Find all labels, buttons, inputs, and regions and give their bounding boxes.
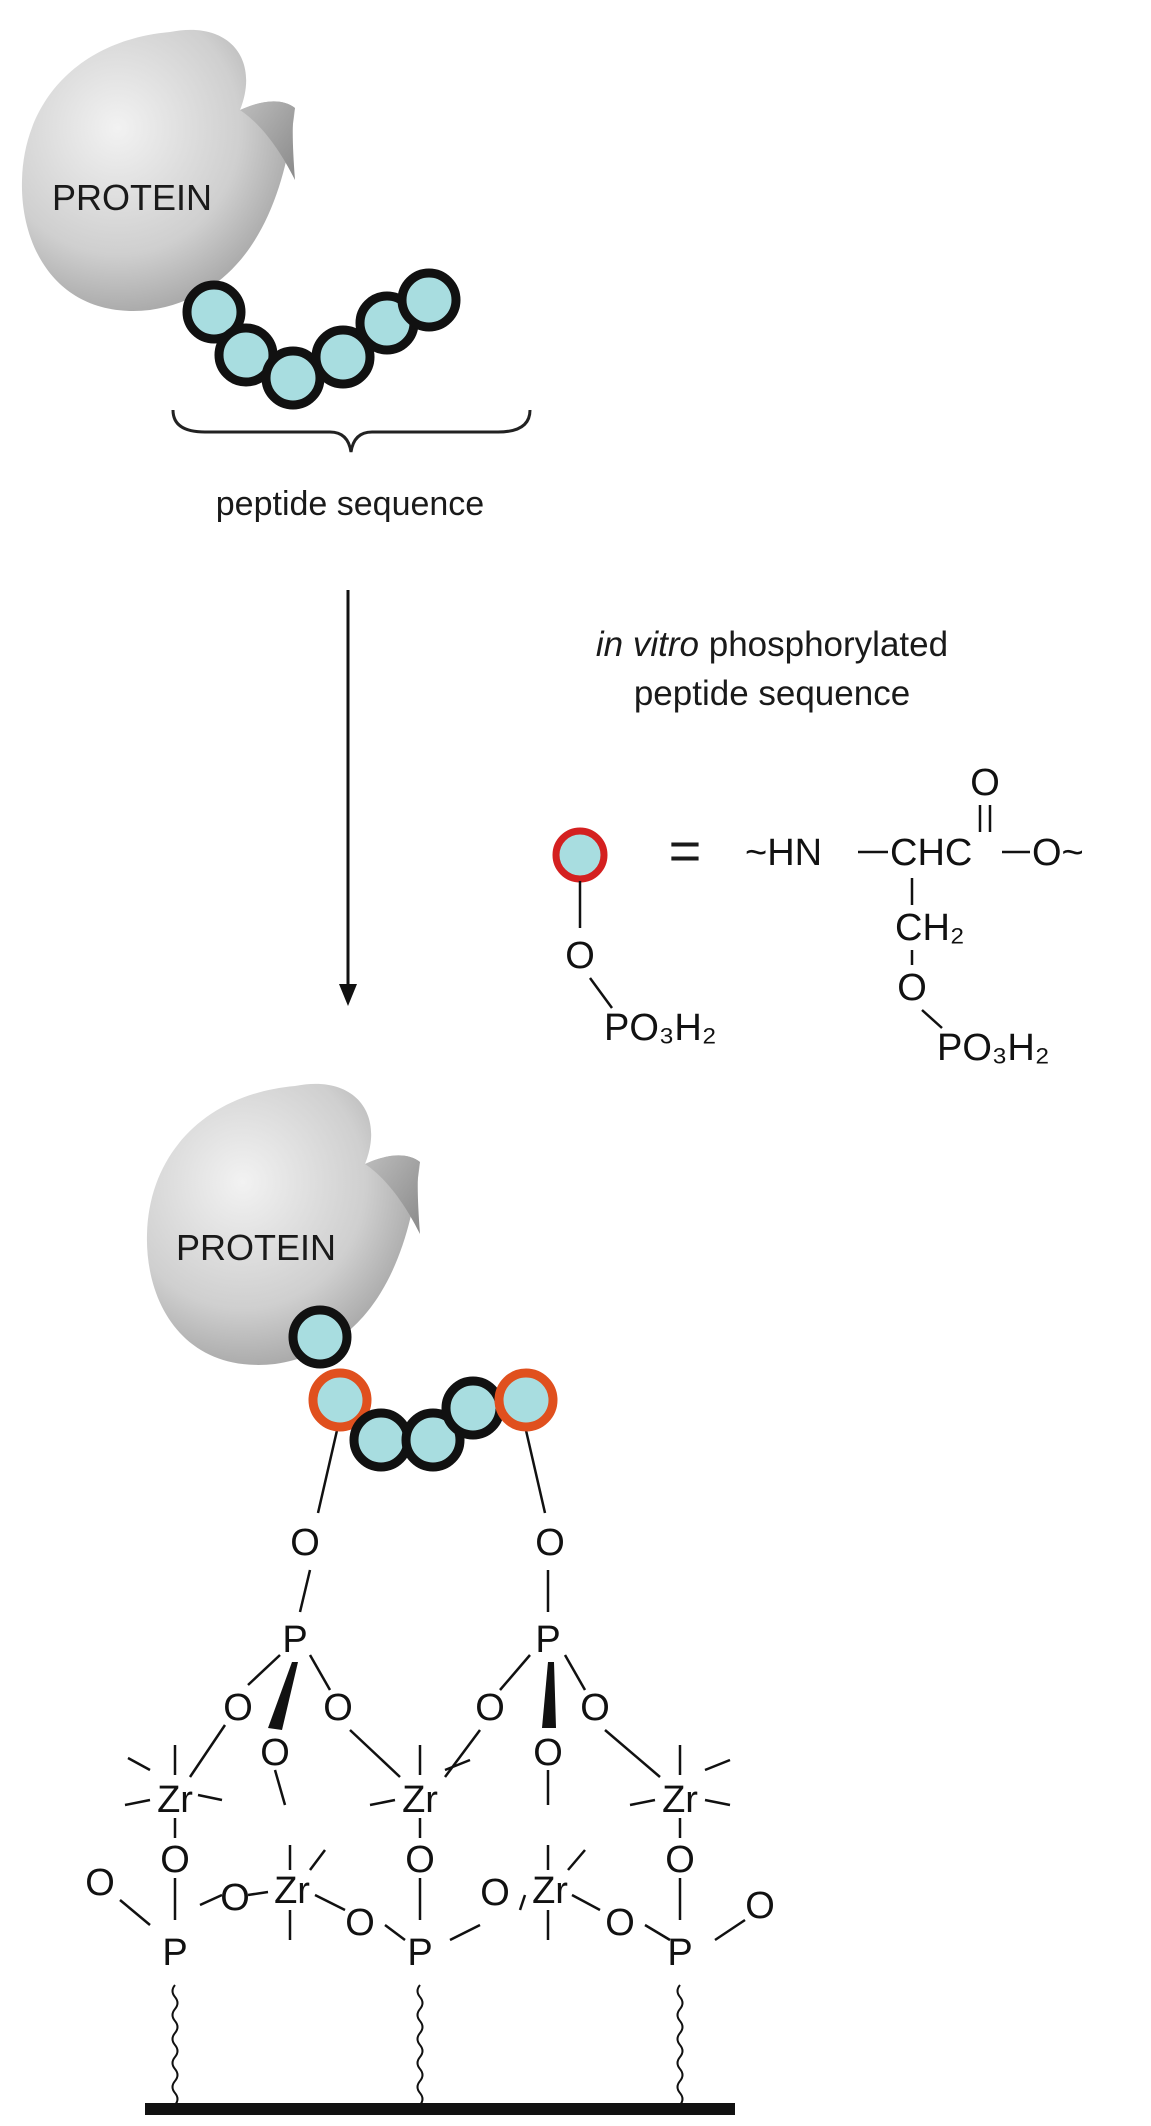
linker-bonds <box>298 1425 550 1613</box>
phosphorus-atom: P <box>162 1932 187 1974</box>
network-oxygen: O <box>475 1687 505 1729</box>
network-oxygen: O <box>580 1687 610 1729</box>
network-oxygen: O <box>533 1732 563 1774</box>
linker-oxygen: O <box>535 1522 565 1564</box>
network-oxygen: O <box>223 1687 253 1729</box>
reaction-arrow <box>339 590 357 1006</box>
network-oxygen: O <box>85 1862 115 1904</box>
brace-label: peptide sequence <box>216 485 484 523</box>
zirconium-atom: Zr <box>157 1779 193 1821</box>
top-peptide-chain <box>182 268 461 410</box>
linker-oxygen: O <box>290 1522 320 1564</box>
backbone-ester-oxygen: O~ <box>1032 832 1084 874</box>
side-chain-ch2: CH₂ <box>895 907 965 949</box>
bottom-protein-label: PROTEIN <box>176 1227 336 1268</box>
top-protein-label: PROTEIN <box>52 177 212 218</box>
peptide-bead <box>441 1376 505 1440</box>
network-oxygen: O <box>260 1732 290 1774</box>
phospho-residue <box>308 1368 372 1432</box>
legend-title-line2: peptide sequence <box>634 674 910 713</box>
bottom-peptide-chain <box>288 1305 558 1472</box>
phosphorus-atom: P <box>407 1932 432 1974</box>
network-oxygen: O <box>665 1839 695 1881</box>
backbone-nh: ~HN <box>745 832 822 874</box>
peptide-bead <box>397 268 461 332</box>
peptide-bead <box>182 280 246 344</box>
peptide-bead <box>349 1408 413 1472</box>
peptide-brace <box>171 409 532 453</box>
network-oxygen: O <box>345 1902 375 1944</box>
top-protein-group: PROTEIN <box>21 29 295 311</box>
phospho-residue-legend <box>552 827 608 883</box>
phosphorus-atom: P <box>282 1619 307 1661</box>
carbonyl-oxygen: O <box>970 762 1000 804</box>
network-oxygen: O <box>480 1872 510 1914</box>
network-oxygen: O <box>605 1902 635 1944</box>
phospho-residue <box>494 1368 558 1432</box>
network-atoms: O O P P O O O O O O Zr Zr Zr O O O Zr Zr… <box>85 1522 775 1974</box>
legend-group: in vitro phosphorylated peptide sequence… <box>552 625 1084 1069</box>
network-oxygen: O <box>745 1885 775 1927</box>
legend-residue-oxygen: O <box>565 935 595 977</box>
network-oxygen: O <box>323 1687 353 1729</box>
solid-support-surface <box>145 2103 735 2115</box>
side-chain-oxygen: O <box>897 967 927 1009</box>
zirconium-atom: Zr <box>532 1870 568 1912</box>
peptide-bead <box>288 1305 352 1369</box>
legend-title-italic: in vitro <box>596 625 699 664</box>
equals-sign: = <box>669 819 702 882</box>
network-oxygen: O <box>405 1839 435 1881</box>
zirconium-atom: Zr <box>662 1779 698 1821</box>
legend-title: in vitro phosphorylated <box>596 625 948 664</box>
peptide-bead <box>311 325 375 389</box>
network-oxygen: O <box>220 1877 250 1919</box>
backbone-chc: CHC <box>890 832 972 874</box>
legend-title-rest: phosphorylated <box>699 625 948 664</box>
surface-linkers <box>171 1984 684 2106</box>
bottom-protein-group: PROTEIN <box>146 1083 420 1365</box>
legend-residue-group: PO₃H₂ <box>604 1007 717 1049</box>
bottom-protein-shape <box>146 1083 420 1365</box>
side-chain-group: PO₃H₂ <box>937 1027 1050 1069</box>
network-oxygen: O <box>160 1839 190 1881</box>
top-protein-notch <box>240 101 295 180</box>
phosphorus-atom: P <box>535 1619 560 1661</box>
peptide-bead <box>401 1408 465 1472</box>
zirconium-atom: Zr <box>402 1779 438 1821</box>
network-bonds <box>119 1654 746 1942</box>
top-protein-shape <box>21 29 295 311</box>
bottom-protein-notch <box>365 1155 420 1234</box>
zirconium-atom: Zr <box>274 1870 310 1912</box>
phosphorus-atom: P <box>667 1932 692 1974</box>
